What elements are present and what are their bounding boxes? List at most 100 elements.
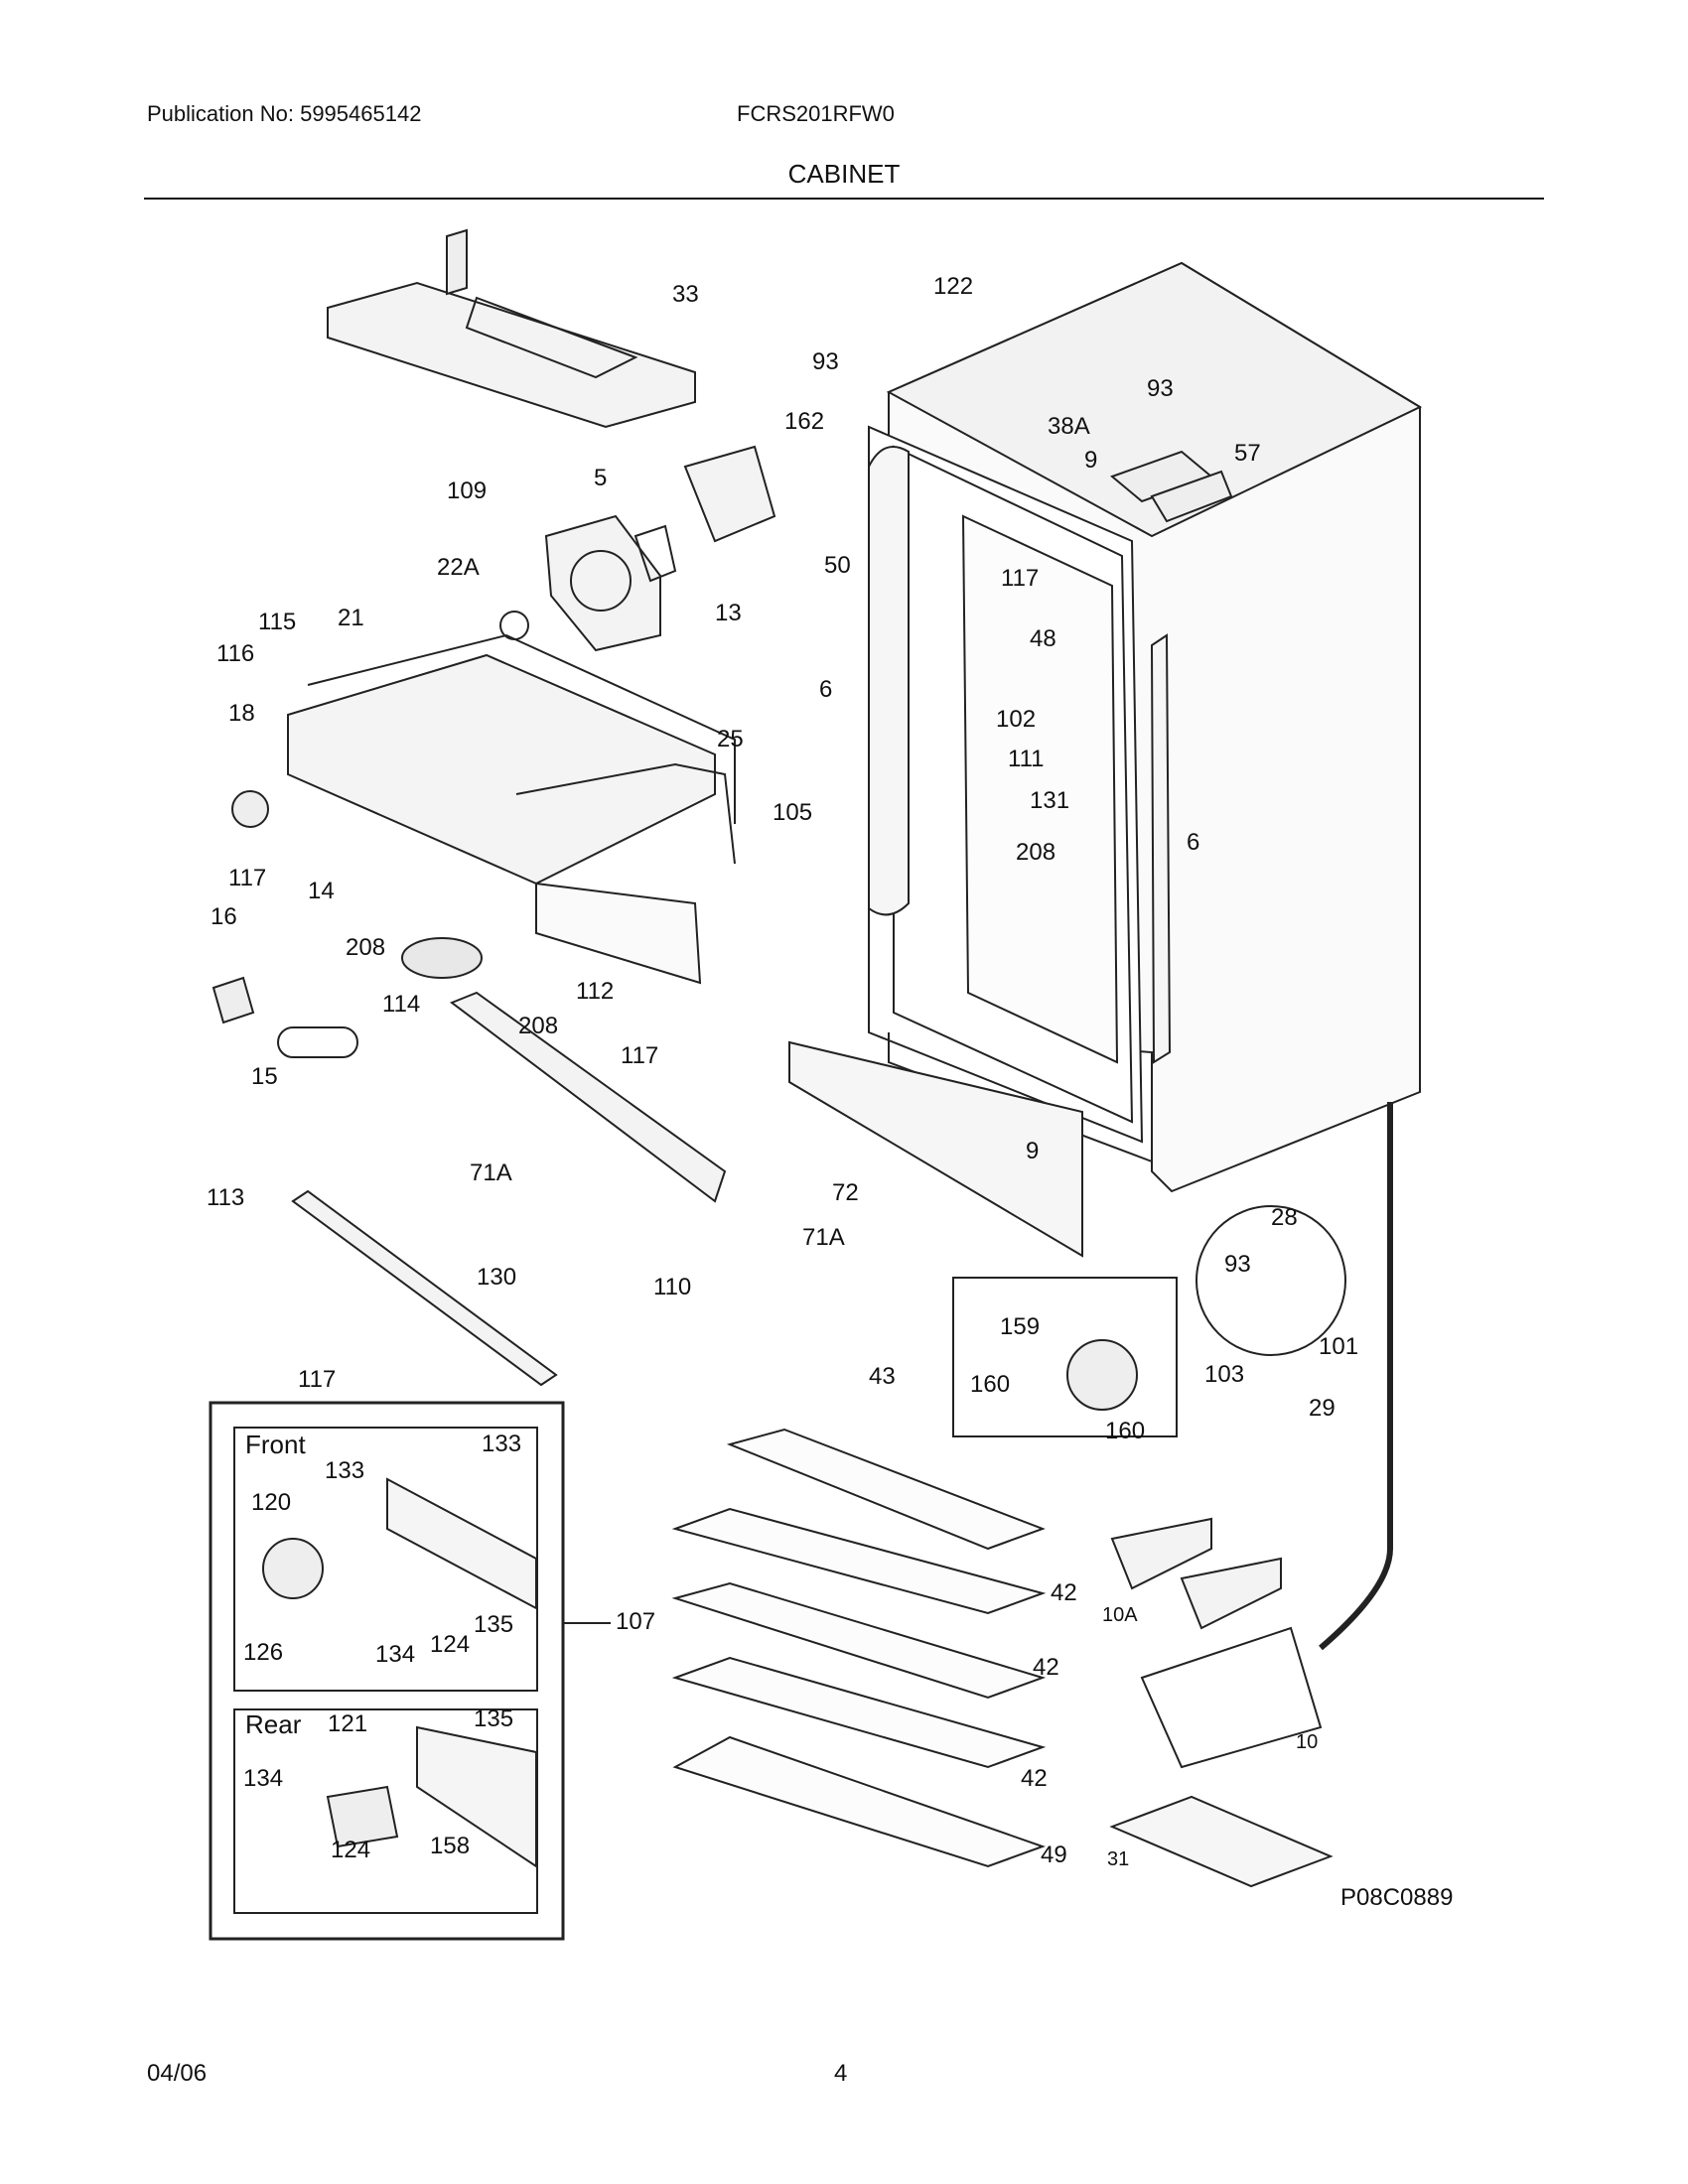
callout-121: 121 [328,1710,368,1737]
callout-159: 159 [1000,1313,1041,1340]
grille-part [401,937,483,979]
callout-15: 15 [251,1063,278,1090]
callout-126: 126 [243,1639,284,1666]
callout-72: 72 [832,1179,859,1206]
callout-93-detail: 93 [1224,1251,1251,1278]
callout-93-top: 93 [812,348,839,375]
callout-160-right: 160 [1105,1418,1146,1444]
shelves-part [671,1428,1047,1868]
callout-135-rear: 135 [474,1706,514,1732]
callout-162: 162 [784,408,825,435]
thermostat-coil [499,611,529,640]
callout-6-gasket: 6 [1187,829,1200,856]
callout-22A: 22A [437,554,480,581]
defrost-heater-assembly [1109,1517,1334,1888]
callout-110: 110 [653,1274,692,1300]
front-inset-title: Front [245,1430,306,1459]
callout-117-bottom: 117 [298,1366,337,1393]
callout-10A: 10A [1102,1604,1138,1626]
callout-33: 33 [672,281,699,308]
callout-109: 109 [447,478,488,504]
rear-inset-title: Rear [245,1709,302,1739]
callout-16: 16 [211,903,237,930]
callout-14: 14 [308,878,335,904]
callout-105: 105 [773,799,813,826]
callout-43: 43 [869,1363,896,1390]
callout-134-rear: 134 [243,1765,284,1792]
power-cord-part [1319,1102,1393,1651]
callout-48: 48 [1030,625,1056,652]
callout-208-interior: 208 [1016,839,1056,866]
callout-112: 112 [576,978,615,1005]
callout-133-upper: 133 [482,1431,522,1457]
callout-28: 28 [1271,1204,1298,1231]
rear-panel-part [535,882,702,985]
callout-117-left: 117 [228,865,267,891]
callout-120: 120 [251,1489,292,1516]
callout-117-interior: 117 [1001,565,1040,592]
thermostat-inset-box [952,1277,1178,1437]
callout-9-top: 9 [1084,447,1098,474]
callout-158: 158 [430,1833,471,1859]
callout-160-left: 160 [970,1371,1011,1398]
callout-122: 122 [933,273,974,300]
callout-42-upper: 42 [1051,1579,1077,1606]
publication-number: Publication No: 5995465142 [147,101,422,126]
callout-208-grille: 208 [518,1013,559,1039]
callout-9-bottom: 9 [1026,1138,1040,1164]
callout-18: 18 [228,700,255,727]
footer-date: 04/06 [147,2060,208,2087]
callout-133-lower: 133 [325,1457,365,1484]
callout-42-middle: 42 [1033,1654,1059,1681]
callout-71A-upper: 71A [470,1160,512,1186]
callout-42-lower: 42 [1021,1765,1048,1792]
callout-114: 114 [382,991,421,1018]
hinge-detail-circle [1196,1205,1346,1356]
callout-50: 50 [824,552,851,579]
section-title: CABINET [787,159,901,189]
model-number: FCRS201RFW0 [737,101,895,126]
callout-111: 111 [1008,746,1045,772]
evaporator-cover-part [287,633,736,913]
callout-116: 116 [216,640,255,667]
figure-code: P08C0889 [1340,1884,1454,1911]
caster-outer-box [209,1401,565,1941]
callout-57: 57 [1234,440,1261,467]
callout-93-hinge: 93 [1147,375,1174,402]
callout-124-rear: 124 [331,1837,371,1863]
callout-29: 29 [1309,1395,1336,1422]
top-cover-part [327,228,696,429]
ring-part [231,790,269,828]
callout-102: 102 [996,706,1037,733]
callout-101: 101 [1319,1333,1359,1360]
callout-135-front: 135 [474,1611,514,1638]
callout-103: 103 [1204,1361,1245,1388]
page-number: 4 [834,2060,848,2087]
bottom-grille-part [788,1040,1083,1258]
callout-25: 25 [717,726,744,752]
callout-10: 10 [1296,1731,1319,1753]
evaporator-fan-assembly [544,445,776,652]
callout-134-front: 134 [375,1641,416,1668]
callout-5: 5 [594,465,608,491]
door-gasket-parts [868,446,1172,1064]
callout-115: 115 [258,609,297,635]
callout-38A: 38A [1048,413,1090,440]
vent-grille-part [291,1189,558,1387]
cabinet-body [868,261,1423,1193]
callout-71A-lower: 71A [802,1224,845,1251]
bulb-part [277,1026,358,1058]
callout-49: 49 [1041,1842,1067,1868]
callout-6-door: 6 [819,676,833,703]
callout-208-left: 208 [346,934,386,961]
socket-part [211,976,255,1024]
hinge-part [1110,450,1233,523]
callout-117-panel: 117 [621,1042,659,1069]
kickplate-part [449,991,727,1203]
callout-21: 21 [338,605,364,631]
callout-107: 107 [616,1608,656,1635]
callout-31: 31 [1107,1848,1130,1870]
callout-130: 130 [477,1264,517,1291]
callout-13: 13 [715,600,742,626]
